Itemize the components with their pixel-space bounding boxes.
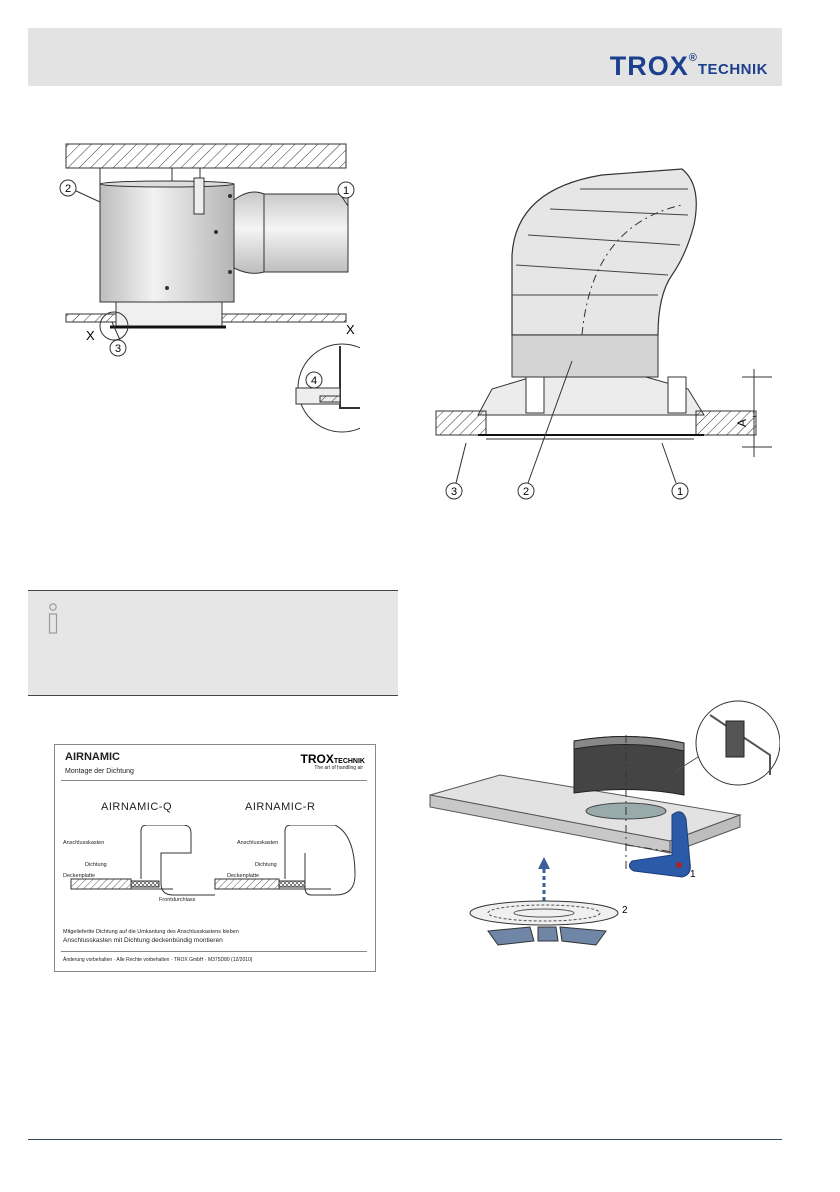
figure-diffuser-mounting: 1 2	[420, 695, 780, 950]
label-footer: Änderung vorbehalten · Alle Rechte vorbe…	[63, 957, 253, 963]
callout-1: 1	[343, 185, 349, 197]
info-note-box	[28, 590, 398, 696]
q-label-front-diffuser: Frontdurchlass	[159, 897, 196, 903]
callout-2: 2	[622, 905, 628, 916]
seal-instruction-label: AIRNAMIC Montage der Dichtung TROXTECHNI…	[54, 744, 376, 972]
variant-q-heading: AIRNAMIC-Q	[101, 801, 172, 813]
figure-plenum-installation: 1 2 3 X X 4	[50, 140, 360, 435]
footer-rule	[28, 1139, 782, 1140]
label-title: AIRNAMIC	[65, 751, 120, 763]
callout-4: 4	[311, 375, 317, 387]
detail-label-x-2: X	[346, 322, 355, 337]
r-label-ceiling-tile: Deckenplatte	[227, 873, 260, 879]
callout-1: 1	[690, 869, 696, 880]
mounting-drawing: 1 2	[429, 700, 780, 946]
callout-2: 2	[65, 183, 71, 195]
callout-1: 1	[677, 486, 683, 498]
dimension-label: A	[735, 419, 749, 427]
figure-diffuser-elbow: A 1 3 2 1	[432, 165, 772, 510]
q-label-ceiling-tile: Deckenplatte	[63, 873, 96, 879]
variant-r-heading: AIRNAMIC-R	[245, 801, 316, 813]
r-label-connection-box: Anschlusskasten	[237, 840, 279, 846]
page-header: TROX ® TECHNIK	[28, 28, 782, 86]
info-icon	[48, 603, 58, 634]
label-logo: TROXTECHNIK	[300, 752, 365, 766]
r-label-seal: Dichtung	[255, 862, 277, 868]
label-tagline: The art of handling air	[314, 765, 363, 771]
trox-logo: TROX ® TECHNIK	[609, 51, 768, 81]
label-divider	[61, 780, 367, 781]
callout-2: 2	[523, 486, 529, 498]
label-subtitle: Montage der Dichtung	[65, 768, 134, 775]
label-instruction-1: Mitgeliefertte Dichtung auf die Umkantun…	[63, 929, 239, 935]
detail-label-x: X	[86, 328, 95, 343]
q-label-connection-box: Anschlusskasten	[63, 840, 105, 846]
callout-3: 3	[451, 486, 457, 498]
q-label-seal: Dichtung	[85, 862, 107, 868]
diffuser-elbow-drawing: A 1 3 2 1	[435, 168, 772, 500]
label-instruction-2: Anschlusskasten mit Dichtung deckenbündi…	[63, 937, 223, 944]
dimension-subscript: 1	[752, 412, 756, 419]
plenum-drawing: 1 2 3 X X 4	[59, 143, 360, 433]
label-footer-divider	[61, 951, 367, 952]
seal-cross-sections	[70, 825, 356, 896]
callout-3: 3	[115, 343, 121, 355]
